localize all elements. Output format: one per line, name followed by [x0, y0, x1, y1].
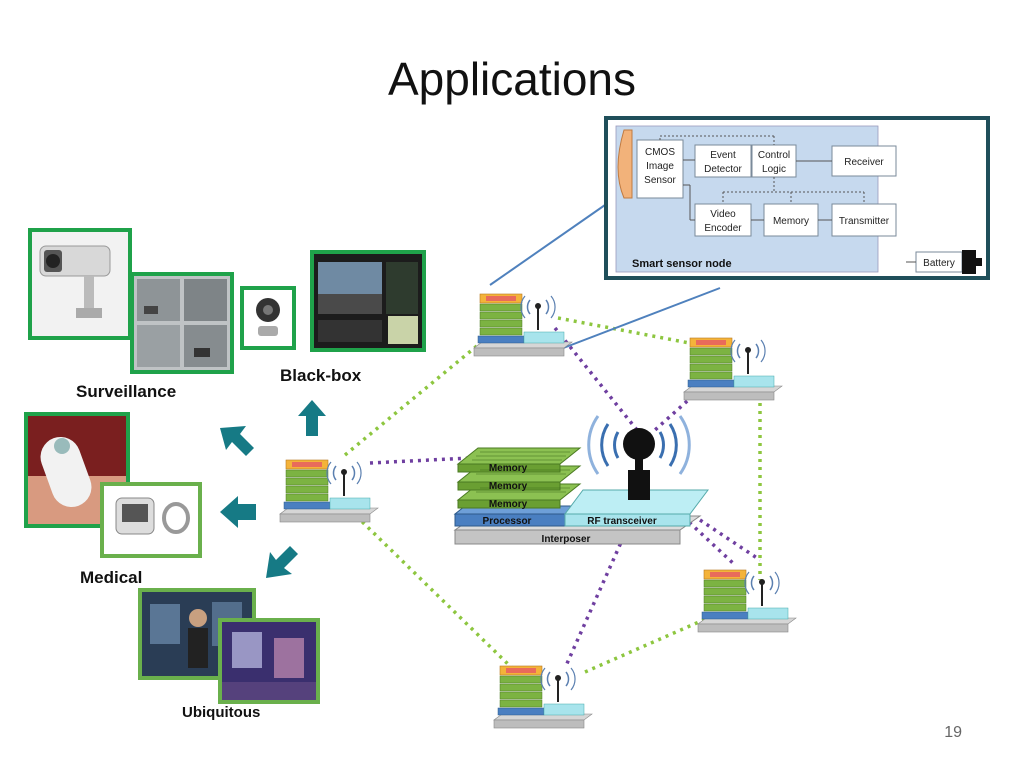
sensor-node-right-bottom: [697, 569, 797, 633]
ubiquitous-display-photo: [218, 618, 320, 704]
sensor-node-top: [473, 293, 573, 357]
ubiquitous-label: Ubiquitous: [182, 704, 261, 721]
webcam-photo: [240, 286, 296, 350]
surveillance-camera-photo: [28, 228, 132, 340]
center-memory-label-3: Memory: [489, 499, 528, 510]
event-detector-label-1: Event: [710, 150, 736, 161]
page-number: 19: [944, 724, 962, 741]
control-logic-label-1: Control: [758, 150, 790, 161]
big-antenna-icon: [587, 415, 691, 500]
video-encoder-label-2: Encoder: [704, 223, 742, 234]
sensor-node-bottom: [493, 665, 593, 729]
center-chip-stack: Memory Memory Memory Processor RF transc…: [453, 415, 709, 545]
arrow-down-left-icon: [266, 546, 298, 578]
smart-sensor-node-diagram: CMOS Image Sensor Event Detector Control…: [604, 116, 990, 280]
control-logic-label-2: Logic: [762, 164, 786, 175]
memory-box-label: Memory: [773, 216, 809, 227]
transmitter-label: Transmitter: [839, 216, 890, 227]
zoom-line-bottom: [544, 287, 721, 356]
center-memory-label-1: Memory: [489, 463, 528, 474]
arrow-up-left-icon: [220, 426, 254, 456]
surveillance-label: Surveillance: [76, 382, 177, 401]
smart-sensor-node-caption: Smart sensor node: [632, 258, 732, 270]
medical-label: Medical: [80, 568, 143, 587]
center-interposer-label: Interposer: [542, 534, 591, 545]
blackbox-photo: [310, 250, 426, 352]
battery-label: Battery: [923, 258, 955, 269]
center-memory-label-2: Memory: [489, 481, 528, 492]
center-rf-label: RF transceiver: [587, 516, 657, 527]
zoom-line-left: [489, 204, 606, 286]
cmos-label-1: CMOS: [645, 147, 675, 158]
event-detector-label-2: Detector: [704, 164, 742, 175]
cmos-label-3: Sensor: [644, 175, 676, 186]
surveillance-monitor-photo: [130, 272, 234, 374]
green-links: [343, 316, 762, 674]
arrow-left-icon: [220, 496, 256, 528]
receiver-label: Receiver: [844, 157, 884, 168]
sensor-node-left: [279, 459, 379, 523]
center-processor-label: Processor: [483, 516, 532, 527]
video-encoder-label-1: Video: [710, 209, 736, 220]
slide-title: Applications: [387, 53, 637, 105]
medical-watch-photo: [100, 482, 202, 558]
sensor-node-right-top: [683, 337, 783, 401]
arrow-up-icon: [298, 400, 326, 436]
blackbox-label: Black-box: [280, 366, 362, 385]
cmos-label-2: Image: [646, 161, 674, 172]
